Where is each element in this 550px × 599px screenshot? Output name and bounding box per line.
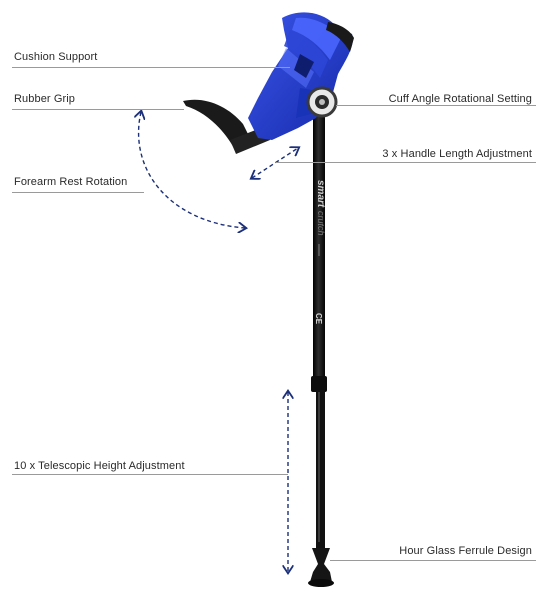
- handle-length-label: 3 x Handle Length Adjustment: [382, 148, 532, 160]
- ce-mark-text: CE: [314, 313, 323, 325]
- brand-mark-text: smart: [315, 180, 326, 208]
- ferrule-design-label: Hour Glass Ferrule Design: [399, 545, 532, 557]
- telescopic-height-label: 10 x Telescopic Height Adjustment: [14, 460, 185, 472]
- height-collar: [311, 376, 327, 392]
- forearm-rest-rotation-label: Forearm Rest Rotation: [14, 176, 128, 188]
- ferrule: [310, 548, 332, 582]
- forearm-rotation-leader: [12, 192, 144, 193]
- lower-tube: [316, 390, 325, 550]
- rubber-grip-leader: [12, 109, 184, 110]
- cushion-support-leader: [12, 67, 290, 68]
- ferrule-design-leader: [330, 560, 536, 561]
- cushion-support-label: Cushion Support: [14, 51, 98, 63]
- telescopic-height-leader: [12, 474, 288, 475]
- cuff-angle-leader: [336, 105, 536, 106]
- brand-suffix-text: crutch: [316, 211, 326, 236]
- handle-length-leader: [276, 162, 536, 163]
- cuff-angle-label: Cuff Angle Rotational Setting: [388, 93, 532, 105]
- handle-length-arrow: [252, 148, 298, 178]
- rubber-grip-label: Rubber Grip: [14, 93, 76, 105]
